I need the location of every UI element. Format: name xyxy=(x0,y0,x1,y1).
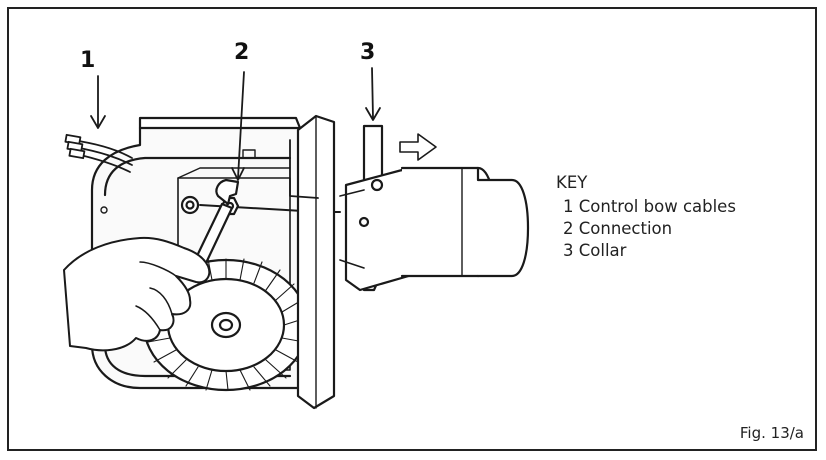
key-item-2: 2 Connection xyxy=(563,219,673,238)
direction-arrow xyxy=(399,133,437,161)
key-item-3: 3 Collar xyxy=(563,241,627,260)
leader-lines xyxy=(90,67,381,181)
callout-1: 1 xyxy=(80,48,96,73)
figure-label: Fig. 13/a xyxy=(739,424,804,442)
blast-tube xyxy=(400,166,530,278)
callout-2: 2 xyxy=(234,40,250,65)
control-bow-cables xyxy=(64,133,133,173)
wrench xyxy=(194,178,240,265)
collar xyxy=(339,124,414,292)
key-title: KEY xyxy=(556,173,588,192)
callout-3: 3 xyxy=(360,40,376,65)
hand xyxy=(63,236,211,352)
key-legend: KEY 1 Control bow cables 2 Connection 3 … xyxy=(556,172,736,262)
key-item-1: 1 Control bow cables xyxy=(563,197,736,216)
